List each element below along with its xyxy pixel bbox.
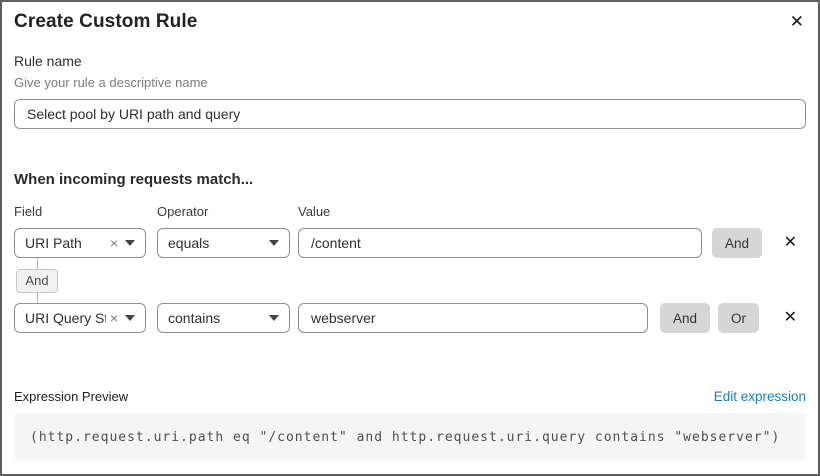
rule-name-input[interactable] [14,99,806,129]
value-column-label: Value [298,204,331,219]
operator-select-value: equals [168,235,210,251]
field-select-value: URI Path [25,235,82,251]
add-or-condition-button[interactable]: Or [718,303,760,333]
chevron-down-icon [269,240,279,246]
chevron-down-icon [125,315,135,321]
rule-name-label: Rule name [14,53,82,69]
remove-condition-icon[interactable]: ✕ [783,234,797,251]
connector-line [36,258,38,269]
chevron-down-icon [269,315,279,321]
operator-select-value: contains [168,310,221,326]
expression-preview-label: Expression Preview [14,389,129,404]
add-and-condition-button[interactable]: And [712,228,763,258]
condition-row: URI Path × equals And ✕ [14,228,806,258]
expression-code-block: (http.request.uri.path eq "/content" and… [14,413,806,461]
operator-select[interactable]: equals [157,228,290,258]
condition-row: URI Query St... × contains And Or ✕ [14,303,806,333]
edit-expression-link[interactable]: Edit expression [713,389,806,404]
field-column-label: Field [14,204,43,219]
expression-code-text: (http.request.uri.path eq "/content" and… [30,429,781,445]
connector-and-badge[interactable]: And [16,269,58,293]
clear-selection-icon[interactable]: × [109,310,118,326]
close-icon[interactable]: ✕ [789,12,804,31]
operator-column-label: Operator [157,204,209,219]
clear-selection-icon[interactable]: × [109,235,118,251]
value-input[interactable] [298,228,702,258]
operator-select[interactable]: contains [157,303,290,333]
remove-condition-icon[interactable]: ✕ [783,309,797,326]
rule-name-helper-text: Give your rule a descriptive name [14,75,208,90]
add-and-condition-button[interactable]: And [660,303,711,333]
field-select-value: URI Query St... [25,310,106,326]
condition-column-headers: Field Operator Value [14,204,806,219]
dialog-title: Create Custom Rule [14,11,198,32]
connector-line [36,293,38,303]
value-input[interactable] [298,303,648,333]
condition-connector: And [16,258,58,303]
dialog-header: Create Custom Rule ✕ [14,11,806,33]
field-select[interactable]: URI Query St... × [14,303,146,333]
match-section-heading: When incoming requests match... [14,171,254,188]
chevron-down-icon [125,240,135,246]
field-select[interactable]: URI Path × [14,228,146,258]
expression-preview-header: Expression Preview Edit expression [14,389,806,404]
